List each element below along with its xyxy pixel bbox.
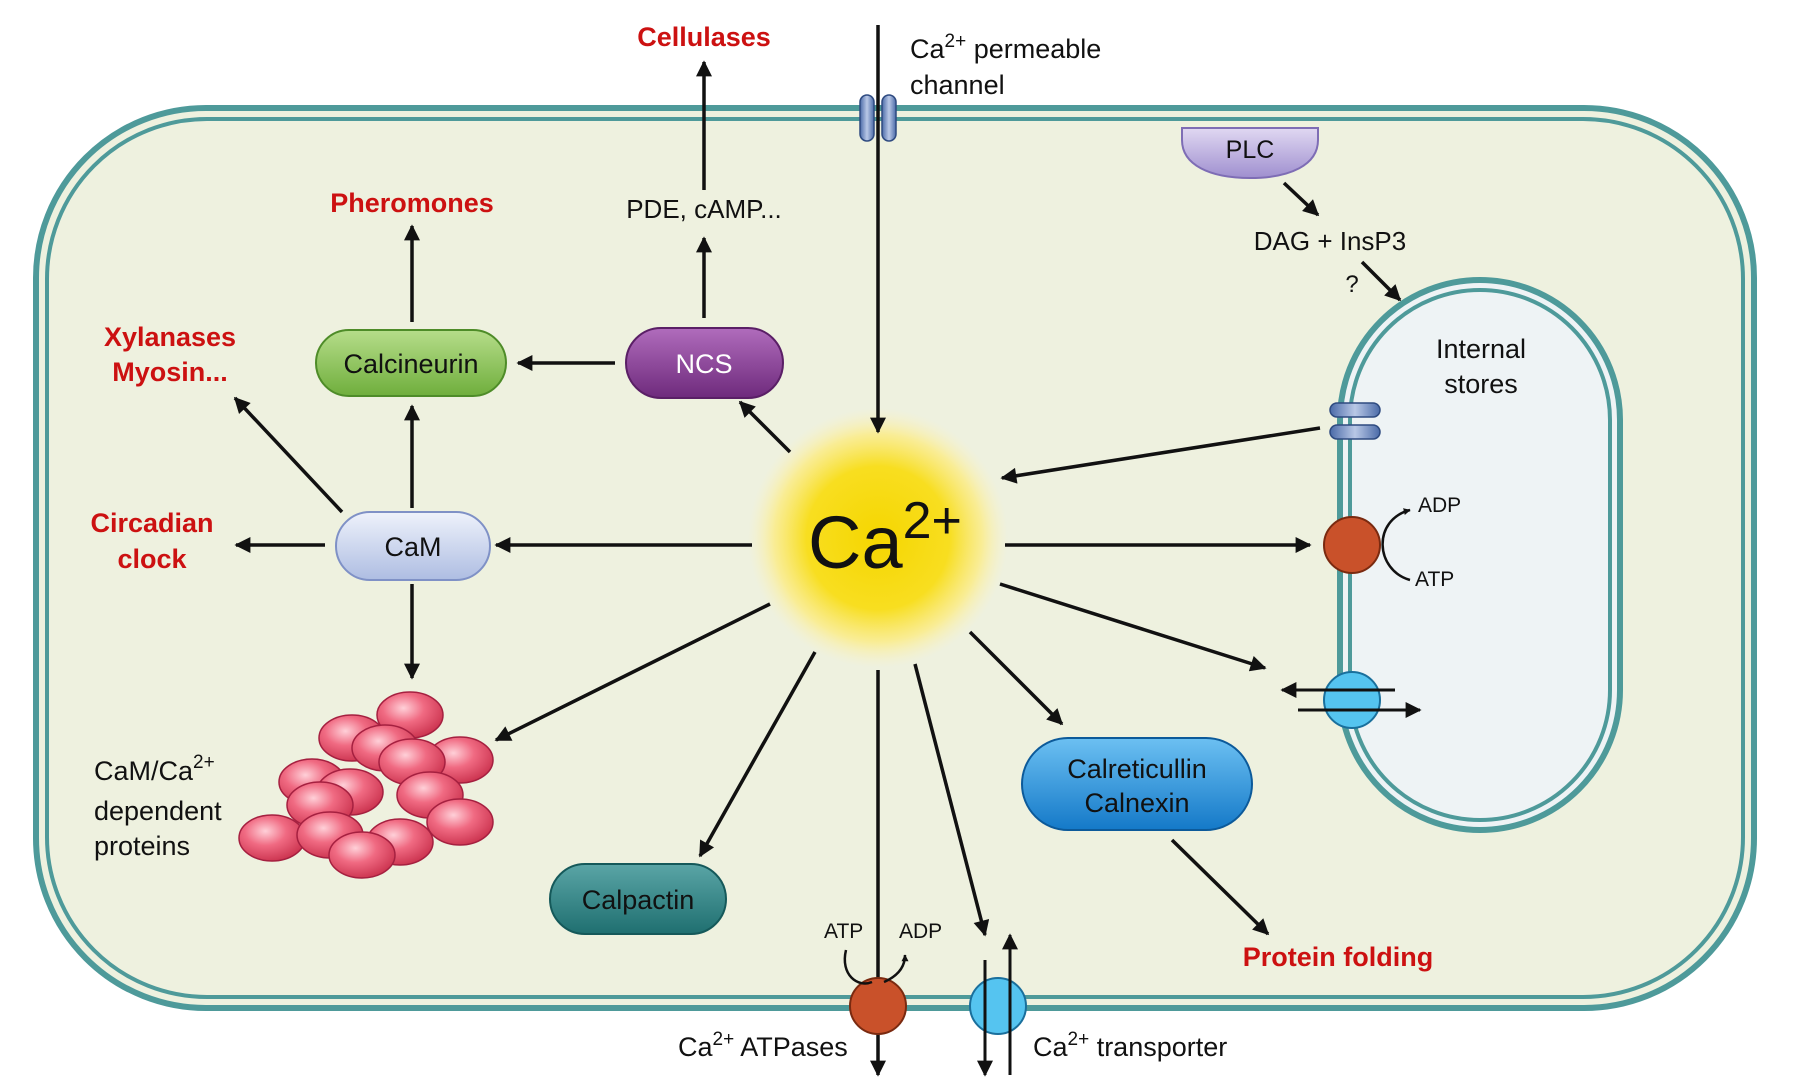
arrow-ca-to-transporter [913,663,990,937]
membrane-atp-label: ATP [824,920,863,943]
output-cellulases: Cellulases [637,22,771,52]
cam-node: CaM [335,511,491,581]
arrow-ca-to-store-transporter [999,582,1267,672]
calcium-permeable-channel [859,94,897,142]
svg-text:PLC: PLC [1226,136,1275,164]
membrane-atpase-pump [843,949,909,1035]
output-xylanases: Xylanases [104,322,236,352]
calcineurin-node: Calcineurin [315,329,507,397]
output-clock: clock [117,544,187,574]
pde-camp-label: PDE, cAMP... [626,194,782,224]
output-myosin: Myosin... [112,357,228,387]
plc-node: PLC [1181,127,1319,180]
atpases-label: Ca2+ ATPases [678,1029,848,1062]
arrow-ca-to-calpactin [698,651,817,858]
calreticulin-node: Calreticullin Calnexin [1021,737,1253,831]
store-atp-label: ATP [1415,568,1454,591]
internal-stores-label-2: stores [1444,369,1518,399]
cam-dependent-proteins-label: CaM/Ca2+ dependent proteins [94,744,229,861]
svg-text:Calpactin: Calpactin [582,885,695,915]
membrane-transporter [969,933,1027,1077]
arrow-plc-to-dag [1282,181,1320,217]
arrow-calreticulin-to-folding [1170,838,1270,936]
calcium-center-label: Ca2+ [808,492,962,584]
internal-stores-label-1: Internal [1436,334,1526,364]
dag-insp3-label: DAG + InsP3 [1254,226,1406,256]
svg-text:NCS: NCS [675,349,732,379]
transporter-label: Ca2+ transporter [1033,1029,1227,1062]
output-circadian: Circadian [90,508,213,538]
store-release-channel [1329,402,1381,440]
svg-text:Calcineurin: Calcineurin [343,349,478,379]
store-transporter [1280,671,1422,729]
question-mark: ? [1345,271,1358,298]
calpactin-node: Calpactin [549,863,727,935]
membrane-adp-label: ADP [899,920,942,943]
arrow-ca-to-ncs [738,400,792,454]
calcium-glow [748,408,1008,668]
arrow-cam-to-xylanases [233,396,344,514]
arrow-ca-to-proteins [494,602,771,742]
svg-text:CaM: CaM [384,532,441,562]
store-atpase-pump [1323,508,1411,582]
arrow-dag-to-store [1360,260,1402,302]
arrow-store-release [1000,426,1321,484]
output-pheromones: Pheromones [330,188,494,218]
svg-text:Calnexin: Calnexin [1084,788,1189,818]
store-adp-label: ADP [1418,494,1461,517]
channel-label: Ca2+ permeable channel [910,31,1109,100]
arrow-ca-to-calreticulin [968,630,1064,726]
svg-text:Calreticullin: Calreticullin [1067,754,1207,784]
ncs-node: NCS [625,327,784,399]
cam-dependent-proteins-cluster [238,691,494,879]
output-protein-folding: Protein folding [1243,942,1433,972]
